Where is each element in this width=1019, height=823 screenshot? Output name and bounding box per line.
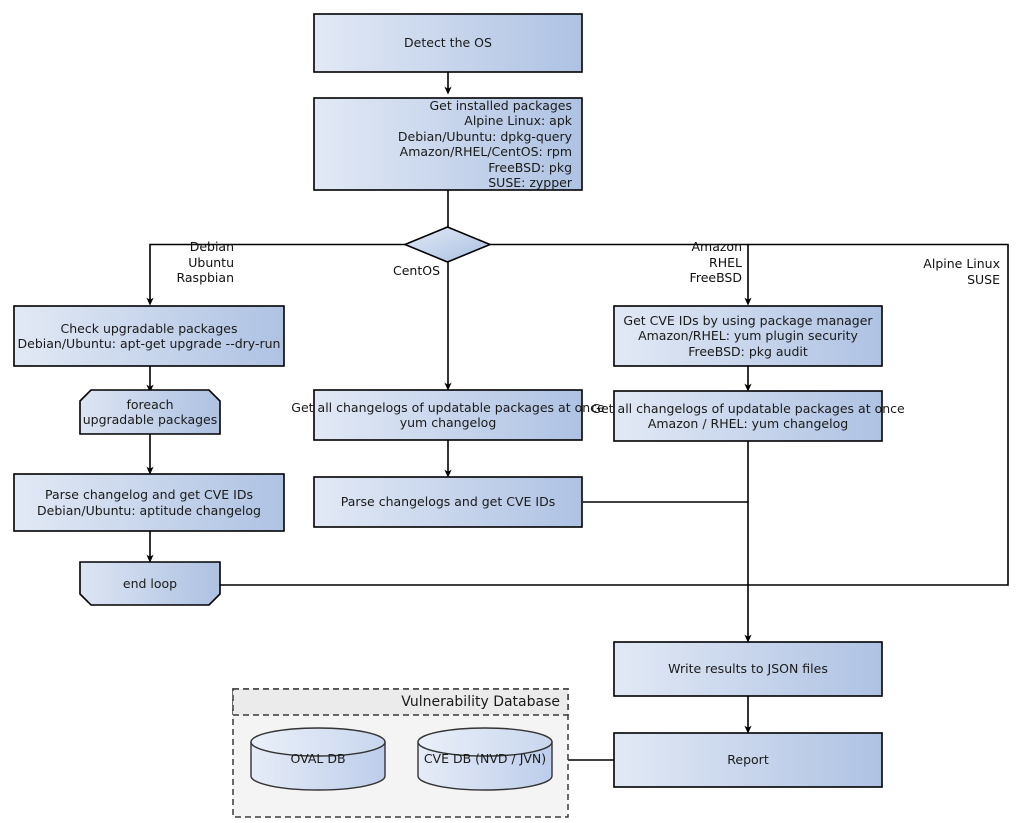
parse-changelog-deb-line-0: Parse changelog and get CVE IDs <box>45 487 253 502</box>
amazon-branch-line-1: RHEL <box>709 254 742 270</box>
check-upgradable-line-0: Check upgradable packages <box>60 320 238 336</box>
get-cve-pkgmgr-line-1: Amazon/RHEL: yum plugin security <box>638 328 858 344</box>
edge-label-centos-branch: CentOS <box>368 263 440 279</box>
node-changelogs-rhel-label: Get all changelogs of updatable packages… <box>591 391 904 441</box>
get-cve-pkgmgr-line-2: FreeBSD: pkg audit <box>688 343 808 359</box>
edge-label-alpine-branch: Alpine Linux SUSE <box>900 256 1000 287</box>
db-cylinder-cve <box>417 727 553 791</box>
get-installed-line-2: Debian/Ubuntu: dpkg-query <box>397 128 572 144</box>
node-get-installed-label: Get installed packages Alpine Linux: apk… <box>314 97 582 191</box>
write-json-text: Write results to JSON files <box>668 661 828 677</box>
debian-branch-line-0: Debian <box>189 239 234 254</box>
debian-branch-line-2: Raspbian <box>176 270 234 285</box>
vuln-db-title-text: Vulnerability Database <box>401 694 560 710</box>
foreach-line-1: upgradable packages <box>82 412 218 427</box>
alpine-branch-line-0: Alpine Linux <box>923 256 1000 271</box>
get-installed-line-1: Alpine Linux: apk <box>464 113 572 128</box>
get-installed-line-5: SUSE: zypper <box>488 175 572 190</box>
node-decision-os <box>402 226 493 263</box>
detect-os-text: Detect the OS <box>404 35 492 51</box>
changelogs-centos-line-1: yum changelog <box>399 415 497 430</box>
changelogs-rhel-line-0: Get all changelogs of updatable packages… <box>591 400 905 416</box>
amazon-branch-line-2: FreeBSD <box>689 270 742 285</box>
node-end-loop <box>79 561 221 606</box>
get-installed-line-4: FreeBSD: pkg <box>488 159 572 175</box>
node-report-label: Report <box>614 733 882 787</box>
get-cve-pkgmgr-line-0: Get CVE IDs by using package manager <box>623 312 873 328</box>
node-get-cve-pkgmgr-label: Get CVE IDs by using package manager Ama… <box>614 306 882 366</box>
node-foreach <box>79 389 221 435</box>
changelogs-rhel-line-1: Amazon / RHEL: yum changelog <box>647 416 849 431</box>
db-cve-label: CVE DB (NVD / JVN) <box>418 744 552 774</box>
node-end-loop-label: end loop <box>80 562 220 605</box>
node-get-cve-pkgmgr <box>613 305 883 367</box>
node-detect-os <box>313 13 583 73</box>
parse-changelogs-centos-text: Parse changelogs and get CVE IDs <box>340 494 556 510</box>
check-upgradable-line-1: Debian/Ubuntu: apt-get upgrade --dry-run <box>17 336 281 351</box>
cve-db-text: CVE DB (NVD / JVN) <box>423 751 547 767</box>
get-installed-line-0: Get installed packages <box>429 97 572 113</box>
node-changelogs-rhel <box>613 390 883 442</box>
node-parse-changelogs-centos <box>313 476 583 528</box>
parse-changelog-deb-line-1: Debian/Ubuntu: aptitude changelog <box>37 502 261 518</box>
node-check-upgradable <box>13 305 285 367</box>
alpine-branch-line-1: SUSE <box>967 271 1000 287</box>
report-text: Report <box>727 752 769 768</box>
changelogs-centos-line-0: Get all changelogs of updatable packages… <box>291 399 605 415</box>
edge-label-amazon-branch: Amazon RHEL FreeBSD <box>660 239 742 286</box>
oval-db-text: OVAL DB <box>290 751 346 767</box>
node-check-upgradable-label: Check upgradable packages Debian/Ubuntu:… <box>14 306 284 366</box>
vulnerability-database-title: Vulnerability Database <box>233 694 560 710</box>
node-changelogs-centos <box>313 389 583 441</box>
end-loop-text: end loop <box>122 575 178 591</box>
centos-branch-line-0: CentOS <box>392 263 440 278</box>
node-parse-changelogs-centos-label: Parse changelogs and get CVE IDs <box>314 477 582 527</box>
foreach-line-0: foreach <box>126 396 174 412</box>
node-parse-changelog-deb-label: Parse changelog and get CVE IDs Debian/U… <box>14 474 284 531</box>
node-changelogs-centos-label: Get all changelogs of updatable packages… <box>291 390 604 440</box>
get-installed-line-3: Amazon/RHEL/CentOS: rpm <box>399 144 572 159</box>
node-detect-os-label: Detect the OS <box>314 14 582 72</box>
node-write-json <box>613 641 883 697</box>
node-report <box>613 732 883 788</box>
edge-label-debian-branch: Debian Ubuntu Raspbian <box>154 239 234 286</box>
node-write-json-label: Write results to JSON files <box>614 642 882 696</box>
debian-branch-line-1: Ubuntu <box>188 254 234 270</box>
db-cylinder-oval <box>250 727 386 791</box>
db-oval-label: OVAL DB <box>251 744 385 774</box>
node-foreach-label: foreach upgradable packages <box>80 390 220 434</box>
node-parse-changelog-deb <box>13 473 285 532</box>
amazon-branch-line-0: Amazon <box>691 239 742 254</box>
